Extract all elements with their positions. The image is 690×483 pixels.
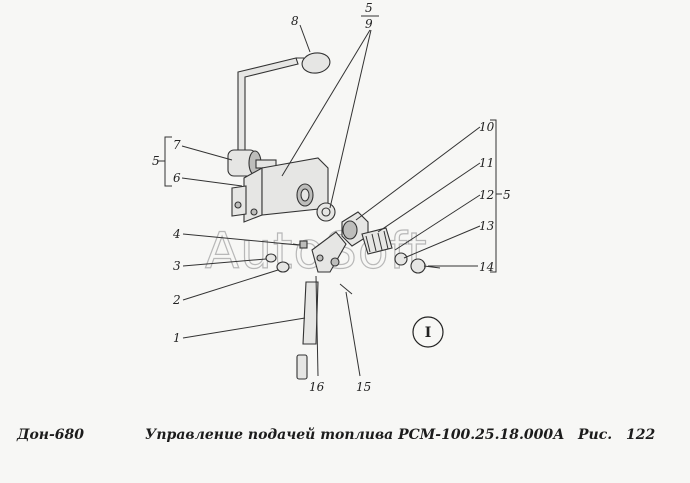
leader-lines	[181, 24, 481, 377]
callout-7: 7	[173, 138, 181, 152]
callout-3: 3	[173, 259, 181, 273]
callout-4: 4	[172, 227, 181, 241]
callout-11: 11	[479, 156, 494, 170]
collar-part	[341, 211, 369, 247]
callout-8: 8	[291, 14, 299, 28]
callout-2: 2	[172, 293, 181, 307]
fasteners-part	[265, 240, 308, 273]
section-marker-label: I	[425, 325, 432, 341]
washer-part	[316, 202, 336, 222]
callout-15: 15	[356, 380, 371, 394]
callout-13: 13	[479, 219, 495, 233]
lever-arm-part	[311, 231, 347, 273]
bushing-part	[227, 149, 277, 177]
callout-1: 1	[173, 331, 181, 345]
bracket-part	[231, 157, 329, 223]
group-brackets	[158, 15, 502, 273]
callout-5-top: 5	[365, 1, 373, 15]
washer-bolt-part	[394, 252, 441, 274]
spring-part	[361, 227, 393, 255]
callout-6: 6	[173, 171, 181, 185]
footer-model: Дон-680	[17, 427, 85, 443]
callout-14: 14	[479, 260, 494, 274]
pin-part	[339, 283, 353, 295]
callout-9: 9	[365, 17, 373, 31]
callout-12: 12	[479, 188, 494, 202]
footer-fig-label: Рис.	[578, 427, 613, 443]
callout-16: 16	[309, 380, 325, 394]
section-marker: I	[412, 316, 444, 348]
footer-fig-number: 122	[626, 427, 656, 443]
callout-10: 10	[479, 120, 495, 134]
callout-5-right: 5	[503, 188, 511, 202]
rod-part	[296, 281, 319, 380]
handle-lever-part	[237, 52, 331, 159]
callout-5-left: 5	[152, 154, 160, 168]
footer-title: Управление подачей топлива РСМ-100.25.18…	[145, 427, 565, 443]
